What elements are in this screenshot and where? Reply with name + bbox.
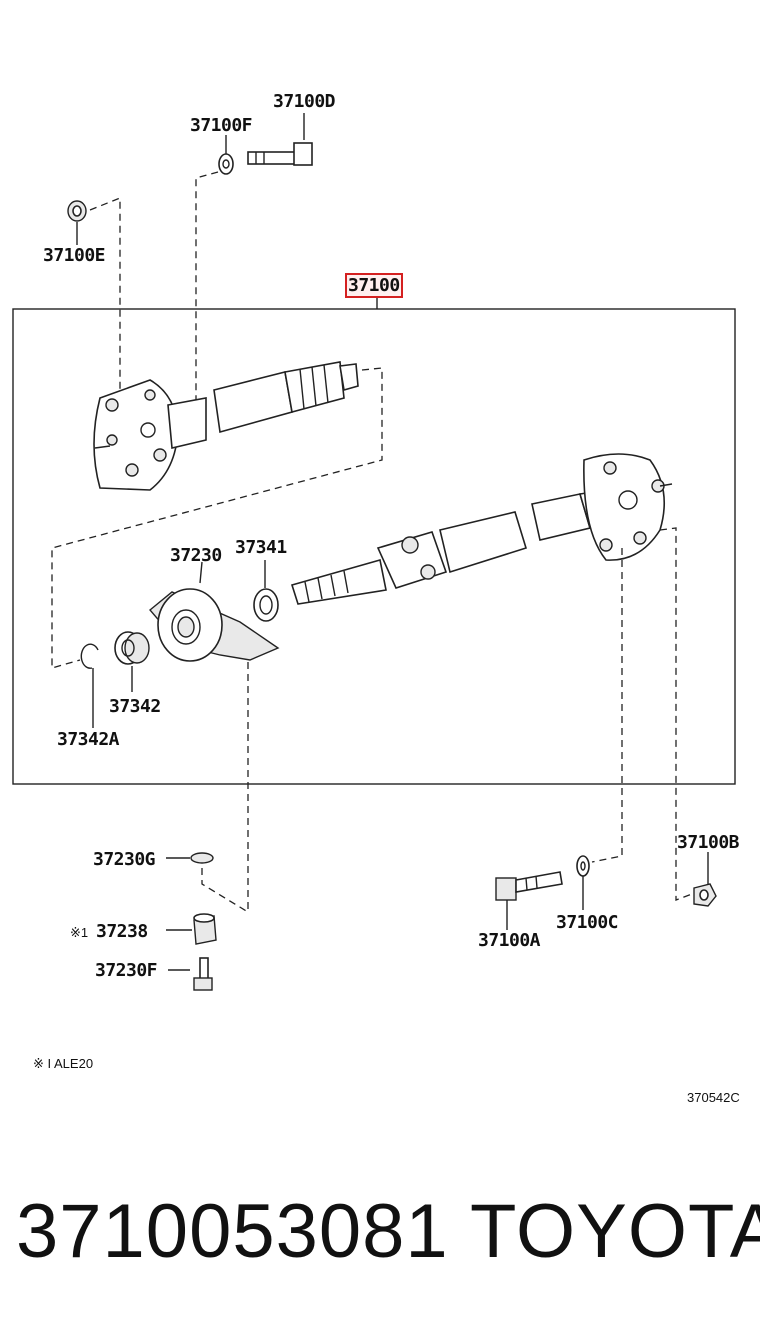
front-shaft <box>167 361 359 449</box>
bolt-37100A <box>495 871 563 930</box>
center-bearing-37230 <box>149 561 280 912</box>
label-37100F: 37100F <box>190 115 253 136</box>
bolt-37230F <box>168 957 213 991</box>
label-37341: 37341 <box>235 537 287 558</box>
diagram-code: 370542C <box>687 1090 740 1105</box>
flex-coupling-front <box>93 379 179 491</box>
label-37100B: 37100B <box>677 832 740 853</box>
note-mark: ※1 <box>70 925 89 940</box>
nut-37100E <box>67 200 87 245</box>
label-37342A: 37342A <box>57 729 120 750</box>
collar-37238 <box>166 913 217 945</box>
bolt-37100D <box>247 113 313 166</box>
label-37100E: 37100E <box>43 245 106 266</box>
label-37230F: 37230F <box>95 960 158 981</box>
label-37100A: 37100A <box>478 930 541 951</box>
nut-37100B <box>693 852 717 907</box>
washer-37100C <box>576 855 590 910</box>
assembly-frame <box>12 308 736 785</box>
bearing-37342 <box>114 631 150 692</box>
washer-37100F <box>218 135 234 175</box>
label-37230: 37230 <box>170 545 222 566</box>
label-37230G: 37230G <box>93 849 156 870</box>
label-37100C: 37100C <box>556 912 619 933</box>
washer-37230G <box>166 852 214 864</box>
label-37100D: 37100D <box>273 91 336 112</box>
flex-coupling-rear <box>583 453 673 561</box>
snap-ring-37342A <box>80 643 99 728</box>
seal-37341 <box>253 560 279 622</box>
rear-shaft <box>290 489 613 605</box>
label-37100-highlighted[interactable]: 37100 <box>345 273 403 298</box>
label-37342: 37342 <box>109 696 161 717</box>
part-number: 3710053081 <box>16 1189 449 1274</box>
footnote: ※ I ALE20 <box>33 1056 94 1071</box>
brand-name: TOYOTA <box>470 1189 760 1274</box>
label-37238: 37238 <box>96 921 148 942</box>
